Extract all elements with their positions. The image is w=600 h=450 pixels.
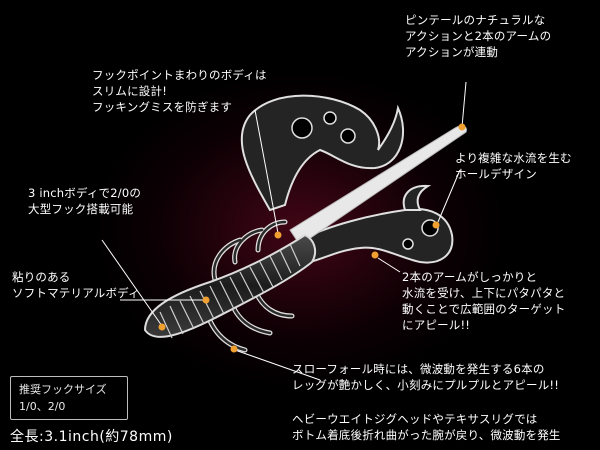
total-length: 全長:3.1inch(約78mm) — [10, 429, 173, 445]
dot-pintail — [458, 123, 466, 131]
lure-body — [143, 233, 317, 338]
lower-arm-hole-2 — [402, 238, 414, 250]
lower-arm — [298, 208, 454, 264]
accent-dots — [158, 123, 466, 353]
hook-size-title: 推奨フックサイズ — [19, 383, 107, 396]
lower-arm-tip — [402, 184, 432, 211]
upper-arm-hole-2 — [323, 111, 337, 125]
callout-hook-point: フックポイントまわりのボディは スリムに設計! フッキングミスを防ぎます — [92, 68, 267, 114]
hook-size-box: 推奨フックサイズ 1/0、2/0 — [10, 376, 128, 420]
dot-soft-material — [202, 296, 210, 304]
callout-large-hook: 3 inchボディで2/0の 大型フック搭載可能 — [28, 186, 142, 216]
callout-pintail: ピンテールのナチュラルな アクションと2本のアームの アクションが連動 — [405, 13, 552, 59]
callout-soft-material: 粘りのある ソフトマテリアルボディ — [12, 270, 140, 300]
body-ribs — [159, 243, 301, 339]
upper-arm-hole-3 — [340, 128, 356, 144]
callout-heavy: ヘビーウエイトジグヘッドやテキサスリグでは ボトム着底後折れ曲がった腕が戻り、微… — [292, 412, 561, 442]
dot-arms — [371, 251, 379, 259]
dot-hook-point — [274, 231, 282, 239]
dot-legs — [230, 345, 238, 353]
dot-hole — [432, 221, 440, 229]
callout-hole-design: より複雑な水流を生む ホールデザイン — [455, 151, 572, 181]
upper-arm — [240, 94, 405, 212]
upper-arm-hole — [291, 117, 313, 139]
callout-arms: 2本のアームがしっかりと 水流を受け、上下にパタパタと 動くことで広範囲のターゲ… — [402, 270, 566, 332]
callout-slow-fall: スローフォール時には、微波動を発生する6本の レッグが艶かしく、小刻みにプルプル… — [292, 362, 560, 392]
dot-large-hook — [158, 323, 166, 331]
hook-size-value: 1/0、2/0 — [19, 400, 66, 413]
leader-lines — [101, 81, 467, 381]
